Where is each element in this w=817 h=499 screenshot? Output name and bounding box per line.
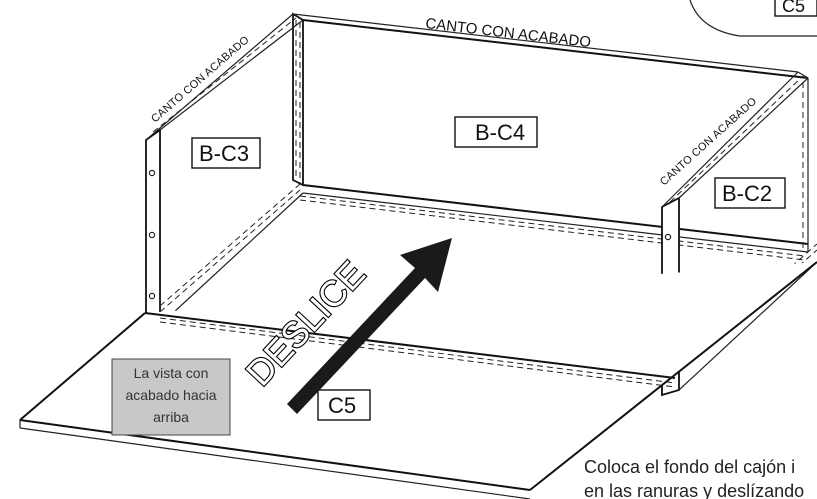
- right-part-box: [714, 177, 786, 209]
- finish-note: La vista con acabado hacia arriba: [111, 358, 231, 436]
- finish-note-line-1: La vista con: [134, 365, 209, 381]
- finish-note-line-3: arriba: [153, 409, 189, 425]
- left-part-label: B-C3: [199, 141, 249, 166]
- back-part-box: [454, 116, 538, 148]
- corner-callout: C5: [689, 0, 817, 37]
- slide-arrow: [287, 238, 452, 414]
- bottom-part-box: [317, 389, 371, 421]
- left-edge-label: CANTO CON ACABADO: [149, 34, 252, 126]
- top-edge-label: CANTO CON ACABADO: [425, 15, 592, 51]
- left-panel: B-C3: [145, 13, 304, 332]
- corner-part-label: C5: [782, 0, 805, 16]
- left-part-box: [191, 137, 261, 169]
- corner-part-box: [774, 0, 817, 17]
- instruction-line-2: en las ranuras y deslízando: [584, 481, 804, 499]
- back-part-label: B-C4: [475, 120, 525, 145]
- back-panel: B-C4: [292, 12, 809, 261]
- finish-note-line-2: acabado hacia: [125, 387, 216, 403]
- bottom-part-label: C5: [328, 393, 356, 418]
- instruction-line-1: Coloca el fondo del cajón i: [584, 457, 795, 477]
- right-part-label: B-C2: [722, 181, 772, 206]
- right-edge-label: CANTO CON ACABADO: [658, 95, 759, 188]
